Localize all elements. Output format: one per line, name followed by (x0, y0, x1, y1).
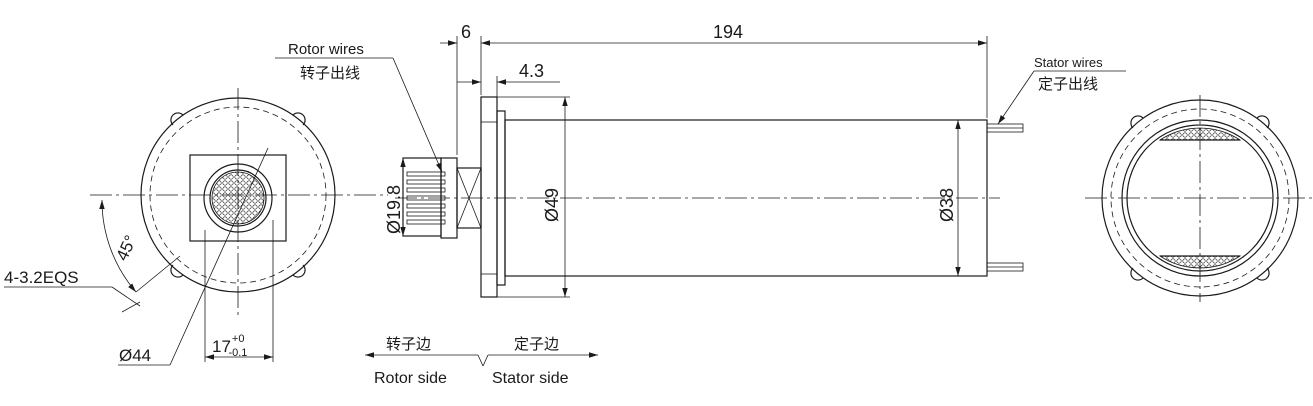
bolt-circle-leader (169, 147, 269, 366)
rotor-wires-en: Rotor wires (288, 41, 364, 58)
rotor-wires-leader (392, 57, 443, 173)
stator-wires-leader (997, 70, 1035, 125)
right-body-outer (1121, 119, 1279, 277)
angle-label: 45° (112, 232, 140, 263)
holes-leader-tick (121, 301, 141, 313)
holes-leader (111, 286, 141, 307)
flange-dia-label: Ø49 (542, 188, 562, 222)
stator-wires-top (1158, 127, 1242, 141)
stator-wires (986, 123, 1024, 272)
rotor-dia-label: Ø19.8 (384, 185, 404, 234)
rotor-wires-cn: 转子出线 (300, 64, 360, 82)
rotor-wire-bundle-side (402, 157, 446, 237)
flange-side (480, 96, 498, 298)
angle-leader (135, 255, 181, 293)
body-side (504, 119, 988, 277)
right-body-inner (1126, 124, 1274, 272)
bolt-circle (149, 106, 327, 284)
holes-label: 4-3.2EQS (4, 268, 79, 287)
stator-side-en: Stator side (492, 370, 569, 387)
stator-side-cn: 定子边 (514, 335, 559, 353)
rotor-flat-square (189, 154, 287, 242)
right-bolt-slots (1130, 115, 1270, 281)
length-label: 194 (713, 22, 743, 42)
step-label: 4.3 (519, 61, 544, 81)
rotor-side-cn: 转子边 (386, 335, 431, 353)
bolt-slots (170, 112, 306, 278)
side-indicator: 转子边 Rotor side 定子边 Stator side (365, 335, 598, 387)
stator-wires-en: Stator wires (1034, 55, 1103, 70)
right-bolt-circle (1110, 108, 1290, 288)
bolt-circle-label: Ø44 (119, 346, 151, 365)
rotor-wire-bundle (211, 171, 265, 225)
body-dia-label: Ø38 (937, 188, 957, 222)
rotor-side-en: Rotor side (374, 370, 447, 387)
rotor-hub-inner (209, 169, 267, 227)
right-flange-outer (1101, 99, 1299, 297)
flange-thick-label: 6 (461, 22, 471, 42)
flange-outer-circle (140, 97, 336, 293)
right-end-view (1085, 95, 1313, 302)
stator-wires-bottom (1158, 255, 1242, 269)
left-end-view: 45° 4-3.2EQS Ø44 17+0-0.1 (4, 88, 388, 366)
width-label: 17+0-0.1 (212, 333, 247, 359)
stator-wires-cn: 定子出线 (1038, 75, 1098, 93)
angle-arc (99, 199, 137, 293)
side-view: 194 6 4.3 Ø19.8 Ø49 Ø38 Rotor wires 转子出线… (275, 22, 1126, 387)
rotor-hub-outer (203, 163, 273, 233)
